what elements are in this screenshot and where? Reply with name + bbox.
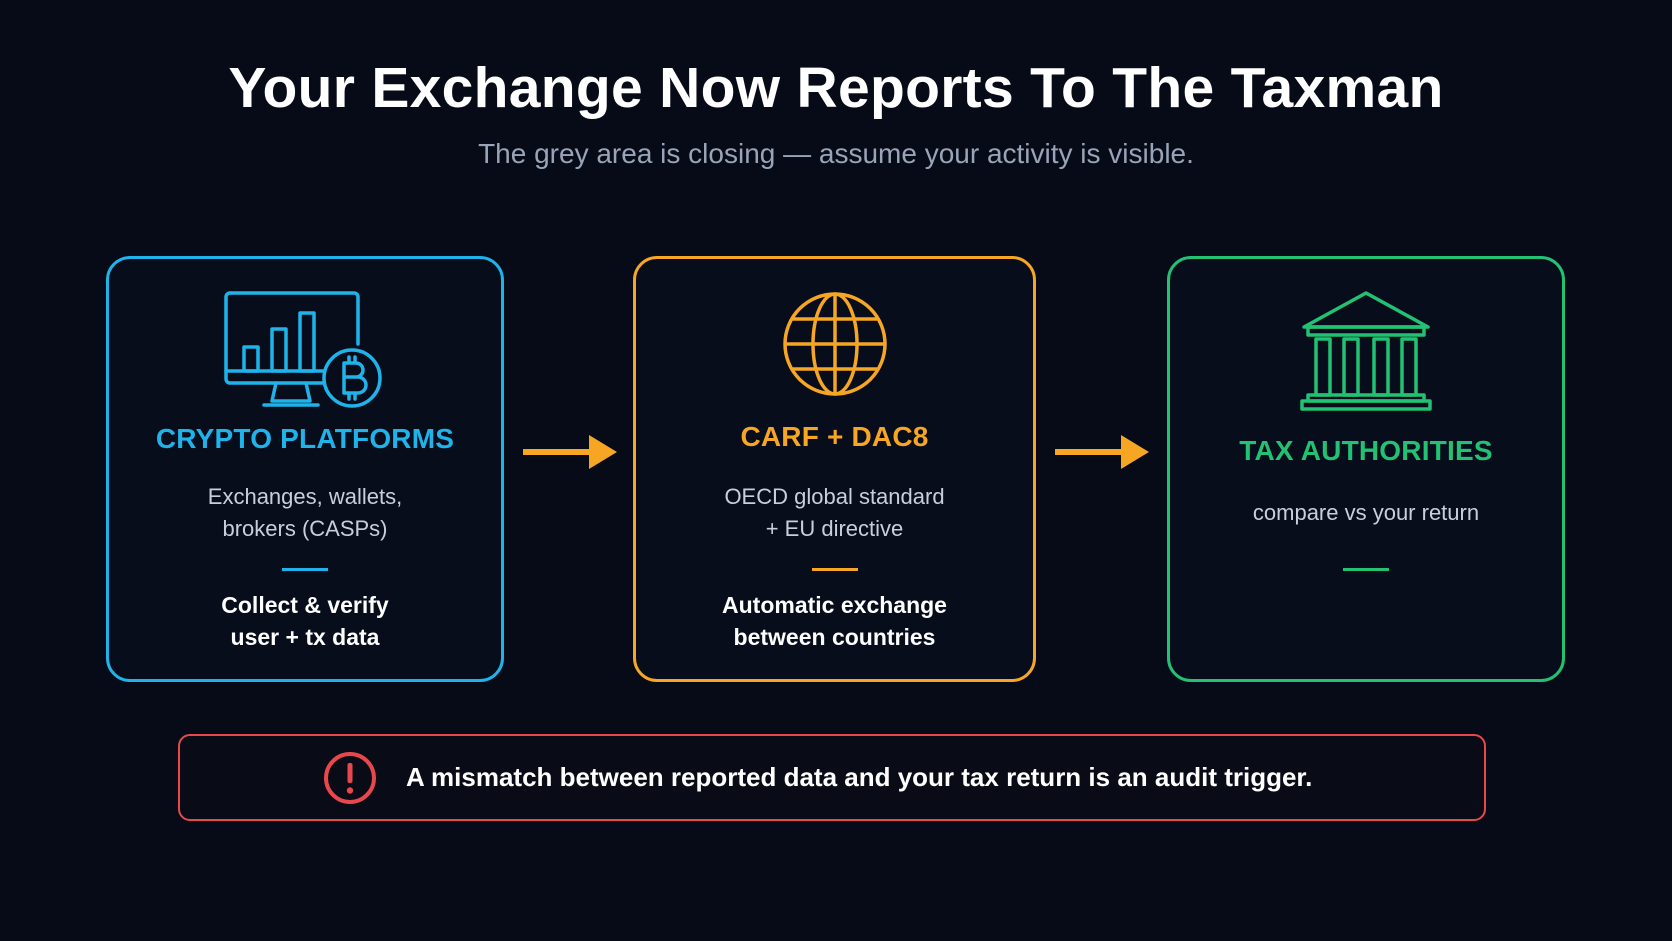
divider <box>811 568 858 571</box>
card-action-line: Automatic exchange <box>722 592 947 618</box>
card-action: Collect & verify user + tx data <box>109 589 501 653</box>
card-action-line: user + tx data <box>230 624 380 650</box>
bank-building-icon <box>1170 289 1562 413</box>
card-description: OECD global standard + EU directive <box>636 481 1033 545</box>
card-description: Exchanges, wallets, brokers (CASPs) <box>109 481 501 545</box>
card-description-line: OECD global standard <box>724 484 945 509</box>
card-heading: CRYPTO PLATFORMS <box>155 423 455 454</box>
divider <box>282 568 328 571</box>
card-action: Automatic exchange between countries <box>636 589 1033 653</box>
page-subtitle: The grey area is closing — assume your a… <box>478 138 1194 169</box>
card-description-line: + EU directive <box>765 516 904 541</box>
arrow-right-icon <box>521 432 619 477</box>
monitor-bitcoin-icon <box>109 289 501 413</box>
card-description-line: Exchanges, wallets, <box>207 484 403 509</box>
tax-authorities-card: TAX AUTHORITIES compare vs your return <box>1167 256 1565 682</box>
crypto-platforms-card: CRYPTO PLATFORMS Exchanges, wallets, bro… <box>106 256 504 682</box>
audit-warning-banner: A mismatch between reported data and you… <box>178 734 1486 821</box>
card-description-line: brokers (CASPs) <box>222 516 388 541</box>
card-description: compare vs your return <box>1170 497 1562 529</box>
arrow-right-icon <box>1053 432 1151 477</box>
audit-warning-text: A mismatch between reported data and you… <box>406 762 1313 792</box>
globe-icon <box>636 291 1033 397</box>
page-title: Your Exchange Now Reports To The Taxman <box>228 56 1444 120</box>
exclamation-circle-icon <box>323 751 377 810</box>
card-action-line: Collect & verify <box>221 592 389 618</box>
card-action-line: between countries <box>733 624 936 650</box>
carf-dac8-card: CARF + DAC8 OECD global standard + EU di… <box>633 256 1036 682</box>
divider <box>1343 568 1389 571</box>
card-heading: CARF + DAC8 <box>740 421 929 452</box>
card-description-line: compare vs your return <box>1252 500 1480 525</box>
card-heading: TAX AUTHORITIES <box>1239 435 1493 466</box>
